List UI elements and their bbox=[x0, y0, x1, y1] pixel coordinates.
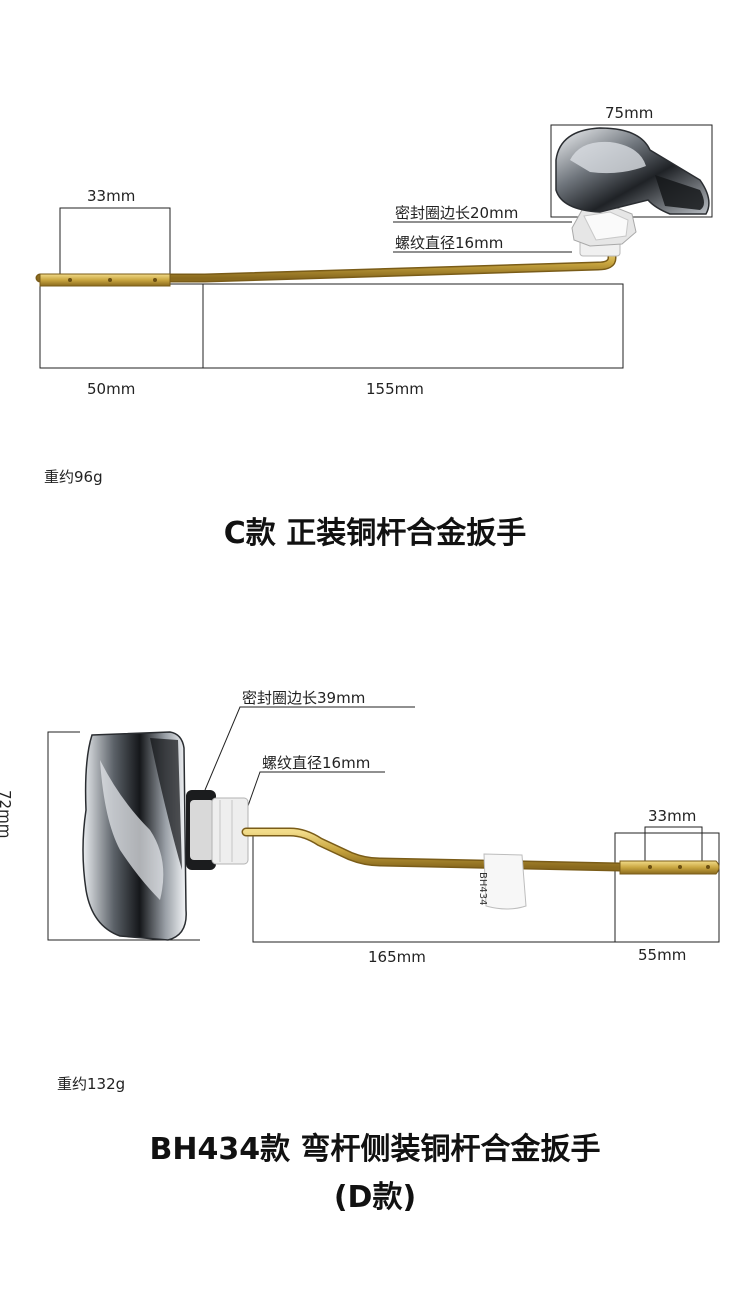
thread-diameter-note: 螺纹直径16mm bbox=[262, 754, 371, 772]
rod-tag bbox=[483, 853, 527, 910]
tip-length-label: 50mm bbox=[87, 380, 136, 398]
product-title: C款 正装铜杆合金扳手 bbox=[223, 516, 527, 551]
product-c-diagram bbox=[35, 124, 713, 369]
chrome-handle bbox=[82, 731, 187, 941]
tip-width-label: 33mm bbox=[87, 187, 136, 205]
rod-length-label: 165mm bbox=[368, 948, 426, 966]
tag-text: BH434 bbox=[477, 872, 488, 906]
brass-rod bbox=[35, 243, 617, 287]
weight-label: 重约96g bbox=[44, 468, 103, 486]
white-nut bbox=[571, 205, 637, 257]
rod-length-label: 155mm bbox=[366, 380, 424, 398]
tip-width-label: 33mm bbox=[648, 807, 697, 825]
seal-ring-note: 密封圈边长20mm bbox=[395, 204, 519, 222]
rod-length-bracket bbox=[252, 830, 615, 943]
rod-length-box bbox=[202, 283, 624, 369]
head-width-label: 75mm bbox=[605, 104, 654, 122]
thread-diameter-note: 螺纹直径16mm bbox=[395, 234, 504, 252]
handle-height-bracket bbox=[47, 731, 200, 941]
seal-ring-leader bbox=[204, 706, 415, 791]
product-c-section: 75mm 33mm 密封圈边长20mm 螺纹直径16mm 50mm 155mm … bbox=[0, 0, 750, 650]
tip-length-box bbox=[614, 832, 720, 943]
product-d-diagram bbox=[47, 706, 720, 943]
seal-ring-note: 密封圈边长39mm bbox=[242, 689, 366, 707]
tip-length-label: 55mm bbox=[638, 946, 687, 964]
product-title: BH434款 弯杆侧装铜杆合金扳手 bbox=[149, 1132, 601, 1167]
thread-leader bbox=[242, 771, 385, 821]
brass-rod bbox=[241, 827, 720, 875]
handle-height-label: 72mm bbox=[0, 790, 14, 839]
product-subtitle: (D款) bbox=[333, 1180, 417, 1215]
seal-and-nut bbox=[186, 790, 249, 870]
weight-label: 重约132g bbox=[57, 1075, 126, 1093]
tip-width-box bbox=[59, 207, 171, 285]
product-d-section: 密封圈边长39mm 螺纹直径16mm 72mm BH434 33mm 165mm… bbox=[0, 650, 750, 1315]
chrome-handle bbox=[555, 127, 710, 215]
tip-length-box bbox=[39, 283, 204, 369]
